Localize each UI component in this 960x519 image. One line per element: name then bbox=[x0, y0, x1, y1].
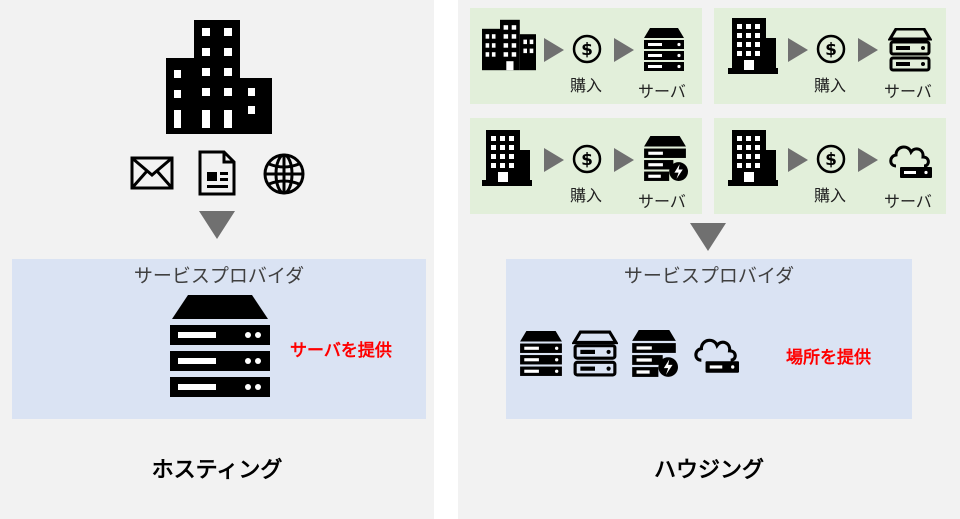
building-icon bbox=[482, 18, 536, 72]
dollar-coin-icon bbox=[816, 34, 846, 64]
purchase-tile-2: 購入 サーバ bbox=[714, 8, 946, 104]
down-arrow-icon bbox=[199, 211, 235, 239]
provides-space-text: 場所を提供 bbox=[786, 348, 871, 368]
server-rack-icon bbox=[170, 295, 270, 397]
mail-icon bbox=[130, 156, 174, 190]
server-outline-icon bbox=[572, 329, 618, 379]
building-icon bbox=[728, 18, 778, 74]
server-stack-icon bbox=[642, 28, 686, 72]
server-label: サーバ bbox=[638, 82, 686, 101]
triangle-arrow-icon bbox=[614, 38, 634, 62]
hosting-caption: ホスティング bbox=[151, 458, 283, 483]
triangle-arrow-icon bbox=[788, 38, 808, 62]
purchase-tile-4: 購入 サーバ bbox=[714, 118, 946, 214]
building-icon bbox=[728, 130, 778, 186]
globe-icon bbox=[263, 153, 305, 195]
server-label: サーバ bbox=[884, 82, 932, 101]
provider-label: サービスプロバイダ bbox=[133, 265, 305, 287]
server-power-icon bbox=[642, 136, 688, 182]
housing-caption: ハウジング bbox=[653, 458, 764, 483]
building-icon bbox=[166, 20, 272, 134]
building-icon bbox=[482, 130, 532, 186]
down-arrow-icon bbox=[690, 223, 726, 251]
provider-box: サービスプロバイダ 場所を提供 bbox=[506, 259, 912, 419]
dollar-coin-icon bbox=[572, 34, 602, 64]
triangle-arrow-icon bbox=[858, 38, 878, 62]
triangle-arrow-icon bbox=[858, 148, 878, 172]
buy-label: 購入 bbox=[814, 186, 847, 205]
dollar-coin-icon bbox=[816, 144, 846, 174]
cloud-server-icon bbox=[886, 140, 934, 184]
triangle-arrow-icon bbox=[788, 148, 808, 172]
buy-label: 購入 bbox=[570, 186, 603, 205]
triangle-arrow-icon bbox=[544, 38, 564, 62]
buy-label: 購入 bbox=[814, 76, 847, 95]
buy-label: 購入 bbox=[570, 76, 603, 95]
housing-panel: 購入 サーバ 購入 サーバ 購入 サーバ 購入 サーバ サービスプロバイダ bbox=[458, 0, 960, 519]
cloud-server-icon bbox=[690, 333, 742, 379]
hosting-panel: サービスプロバイダ サーバを提供 ホスティング bbox=[0, 0, 434, 519]
purchase-tile-1: 購入 サーバ bbox=[470, 8, 702, 104]
server-stack-icon bbox=[518, 329, 564, 379]
provides-server-text: サーバを提供 bbox=[290, 341, 392, 361]
server-label: サーバ bbox=[638, 192, 686, 211]
document-icon bbox=[198, 150, 236, 196]
provider-box: サービスプロバイダ サーバを提供 bbox=[12, 259, 426, 419]
server-power-icon bbox=[630, 329, 678, 379]
purchase-tile-3: 購入 サーバ bbox=[470, 118, 702, 214]
dollar-coin-icon bbox=[572, 144, 602, 174]
server-label: サーバ bbox=[884, 192, 932, 211]
triangle-arrow-icon bbox=[614, 148, 634, 172]
server-outline-icon bbox=[888, 28, 932, 72]
triangle-arrow-icon bbox=[544, 148, 564, 172]
provider-label: サービスプロバイダ bbox=[623, 265, 795, 287]
